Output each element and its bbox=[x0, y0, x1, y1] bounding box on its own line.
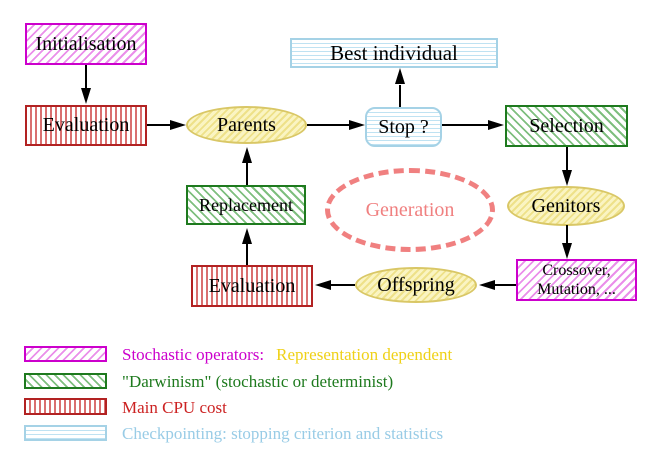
legend-swatch-stochastic bbox=[24, 346, 107, 362]
legend-label-checkpointing: Checkpointing: stopping criterion and st… bbox=[122, 424, 444, 443]
arrowhead-offspring-evaluation-icon bbox=[315, 280, 331, 290]
arrowhead-replacement-parents-icon bbox=[242, 147, 252, 163]
legend-label-stochastic-suffix: Representation dependent bbox=[276, 345, 453, 364]
node-replacement: Replacement bbox=[186, 185, 306, 225]
arrow-line-stop-selection bbox=[442, 124, 489, 126]
node-parents: Parents bbox=[186, 106, 307, 144]
arrowhead-crossover-offspring-icon bbox=[479, 280, 495, 290]
arrow-line-selection-genitors bbox=[566, 147, 568, 171]
arrow-line-stop-best-individual bbox=[399, 85, 401, 107]
arrow-line-evaluation-parents bbox=[147, 124, 171, 126]
arrow-line-crossover-offspring bbox=[495, 284, 516, 286]
arrowhead-initialisation-evaluation-icon bbox=[81, 88, 91, 104]
node-crossover-mutation: Crossover, Mutation, ... bbox=[516, 259, 637, 301]
arrow-line-offspring-evaluation bbox=[331, 284, 355, 286]
node-offspring: Offspring bbox=[355, 267, 477, 303]
node-selection: Selection bbox=[505, 105, 628, 147]
arrowhead-genitors-crossover-icon bbox=[562, 243, 572, 259]
crossover-line2: Mutation, ... bbox=[537, 281, 616, 298]
node-initialisation: Initialisation bbox=[25, 23, 147, 65]
legend-swatch-checkpointing bbox=[24, 425, 107, 441]
node-generation: Generation bbox=[325, 168, 495, 252]
arrow-line-replacement-parents bbox=[246, 163, 248, 185]
legend-label-cpu: Main CPU cost bbox=[122, 398, 227, 417]
arrow-line-evaluation-replacement bbox=[246, 244, 248, 265]
node-best-individual: Best individual bbox=[290, 38, 498, 68]
arrow-line-parents-stop bbox=[307, 124, 350, 126]
node-genitors: Genitors bbox=[507, 186, 625, 226]
node-evaluation-top: Evaluation bbox=[25, 105, 147, 146]
arrowhead-evaluation-replacement-icon bbox=[242, 228, 252, 244]
arrowhead-parents-stop-icon bbox=[349, 120, 365, 130]
legend-label-stochastic-main: Stochastic operators: bbox=[122, 345, 265, 364]
arrowhead-evaluation-parents-icon bbox=[170, 120, 186, 130]
arrowhead-stop-best-individual-icon bbox=[395, 68, 405, 84]
arrowhead-stop-selection-icon bbox=[488, 120, 504, 130]
legend-swatch-darwinism bbox=[24, 373, 107, 389]
node-evaluation-bottom: Evaluation bbox=[191, 265, 313, 307]
arrow-line-initialisation-evaluation bbox=[85, 65, 87, 90]
arrowhead-selection-genitors-icon bbox=[562, 170, 572, 186]
legend-label-darwinism: "Darwinism" (stochastic or determinist) bbox=[122, 372, 394, 391]
arrow-line-genitors-crossover bbox=[566, 225, 568, 244]
crossover-line1: Crossover, bbox=[542, 262, 611, 279]
node-stop: Stop ? bbox=[365, 107, 442, 147]
legend-label-stochastic: Stochastic operators: Representation depe… bbox=[122, 345, 452, 365]
legend-swatch-cpu bbox=[24, 398, 107, 415]
